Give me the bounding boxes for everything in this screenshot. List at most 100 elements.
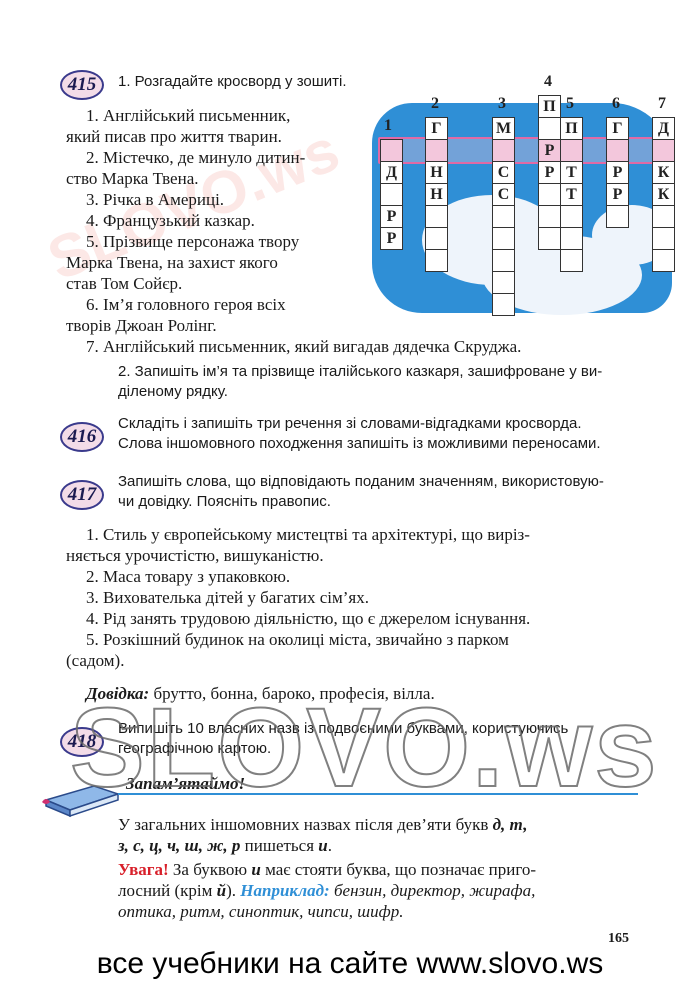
ex417-intro-line-2: чи довідку. Поясніть правопис.: [118, 493, 331, 510]
attention-letter: й: [216, 881, 227, 900]
crossword-cell: К: [652, 161, 675, 184]
crossword-cell: [425, 249, 448, 272]
crossword-cell: Т: [560, 183, 583, 206]
crossword-cell: Н: [425, 161, 448, 184]
attention-text: За буквою: [168, 860, 252, 879]
crossword-cell: Р: [380, 227, 403, 250]
watermark: SLOVO.ws: [69, 685, 659, 810]
rule-letter-i: и: [318, 836, 328, 855]
ex417-item: 3. Вихователька дітей у багатих сім’ях.: [86, 588, 369, 607]
crossword-cell: [492, 249, 515, 272]
rule-text: пишеться: [240, 836, 319, 855]
crossword-cell: К: [652, 183, 675, 206]
crossword-cell: Р: [606, 161, 629, 184]
crossword-cell: [492, 293, 515, 316]
crossword-cell: П: [560, 117, 583, 140]
crossword-cell: Д: [380, 161, 403, 184]
crossword-cell: [380, 139, 403, 162]
crossword-cell: М: [492, 117, 515, 140]
book-icon: [40, 778, 121, 818]
crossword-column-number: 3: [498, 95, 506, 112]
crossword-cell: Н: [425, 183, 448, 206]
crossword-cell: Р: [538, 161, 561, 184]
crossword-cell: [652, 139, 675, 162]
exercise-416-text: Складіть і запишіть три речення зі слова…: [118, 414, 601, 454]
crossword-column-number: 5: [566, 95, 574, 112]
crossword-cell: [560, 227, 583, 250]
crossword-cell: [492, 139, 515, 162]
exercise-415-item-line: 1. Англійський письменник,: [86, 106, 291, 125]
exercise-417-intro: Запишіть слова, що відповідають поданим …: [118, 472, 604, 512]
crossword-cell: [538, 183, 561, 206]
exercise-415-item-line: творів Джоан Ролінг.: [66, 316, 217, 335]
crossword-cell: [425, 205, 448, 228]
task2-line-1: 2. Запишіть ім’я та прізвище італійськог…: [118, 363, 603, 380]
crossword-cell: [538, 205, 561, 228]
crossword-cell: [380, 183, 403, 206]
crossword-cell: [492, 271, 515, 294]
footer-banner[interactable]: все учебники на сайте www.slovo.ws: [96, 947, 604, 980]
exercise-415-list: 1. Англійський письменник, який писав про…: [66, 105, 366, 336]
remember-rule: У загальних іншомовних назвах після дев’…: [118, 815, 528, 855]
crossword-cell: П: [538, 95, 561, 118]
exercise-416-badge: 416: [60, 422, 104, 452]
exercise-415-item-line: 4. Французький казкар.: [86, 211, 255, 230]
remember-divider: [118, 793, 638, 795]
hint-text: брутто, бонна, бароко, професія, вілла.: [149, 684, 435, 703]
crossword-cell: [560, 249, 583, 272]
exercise-417-list: 1. Стиль у європейському мистецтві та ар…: [66, 524, 530, 671]
ex417-item: няється урочистістю, вишуканістю.: [66, 546, 324, 565]
remember-title: Запам’ятаймо!: [126, 774, 246, 793]
exercise-415-item-line: 5. Прізвище персонажа твору: [86, 232, 300, 251]
exercise-415-item-line: Марка Твена, на захист якого: [66, 253, 278, 272]
attention-letter: и: [251, 860, 261, 879]
crossword-cell: [492, 227, 515, 250]
exercise-417-badge: 417: [60, 480, 104, 510]
crossword-cell: [492, 205, 515, 228]
examples: бензин, директор, жирафа,: [329, 881, 536, 900]
exercise-415-item-line: 3. Річка в Америці.: [86, 190, 225, 209]
crossword-cell: [560, 139, 583, 162]
exercise-415-item-7: 7. Англійський письменник, який вигадав …: [86, 337, 522, 356]
ex417-item: 4. Рід занять трудовою діяльністю, що є …: [86, 609, 531, 628]
exercise-415-badge: 415: [60, 70, 104, 100]
ex417-item: (садом).: [66, 651, 125, 670]
crossword-cell: [425, 139, 448, 162]
examples: оптика, ритм, синоптик, чипси, шифр.: [118, 902, 404, 921]
crossword-column-number: 2: [431, 95, 439, 112]
crossword-cell: [560, 205, 583, 228]
exercise-415-item-line: 2. Містечко, де минуло дитин-: [86, 148, 306, 167]
crossword-cell: [652, 227, 675, 250]
exercise-415-item-line: який писав про життя тварин.: [66, 127, 282, 146]
ex418-line-2: географічною картою.: [118, 740, 272, 757]
hint-label: Довідка:: [86, 684, 150, 703]
crossword-cell: С: [492, 183, 515, 206]
ex416-line-2: Слова іншомовного походження запишіть із…: [118, 435, 601, 452]
exercise-415-task1: 1. Розгадайте кросворд у зошиті.: [118, 73, 347, 90]
crossword-cell: Р: [538, 139, 561, 162]
example-label: Наприклад:: [240, 881, 330, 900]
crossword-cell: Т: [560, 161, 583, 184]
crossword-cell: Г: [425, 117, 448, 140]
remember-attention: Увага! За буквою и має стояти буква, що …: [118, 859, 658, 922]
crossword-cell: Д: [652, 117, 675, 140]
crossword-cell: [425, 227, 448, 250]
crossword-column-number: 6: [612, 95, 620, 112]
ex416-line-1: Складіть і запишіть три речення зі слова…: [118, 415, 582, 432]
ex417-item: 5. Розкішний будинок на околиці міста, з…: [86, 630, 509, 649]
crossword-column-number: 4: [544, 73, 552, 90]
rule-text: У загальних іншомовних назвах після дев’…: [118, 815, 493, 834]
crossword-cell: [652, 249, 675, 272]
exercise-415-item-line: став Том Сойєр.: [66, 274, 183, 293]
ex417-item: 1. Стиль у європейському мистецтві та ар…: [86, 525, 530, 544]
exercise-418-badge: 418: [60, 727, 104, 757]
crossword-cell: [652, 205, 675, 228]
highlighted-row: [378, 137, 674, 164]
task2-line-2: діленому рядку.: [118, 383, 228, 400]
rule-letters: з, с, ц, ч, ш, ж, р: [118, 836, 241, 855]
ex417-item: 2. Маса товару з упаковкою.: [86, 567, 291, 586]
rule-letters: д, т,: [492, 815, 528, 834]
crossword-column-number: 1: [384, 117, 392, 134]
page-number: 165: [608, 931, 629, 946]
exercise-418-text: Випишіть 10 власних назв із подвоєними б…: [118, 719, 568, 759]
